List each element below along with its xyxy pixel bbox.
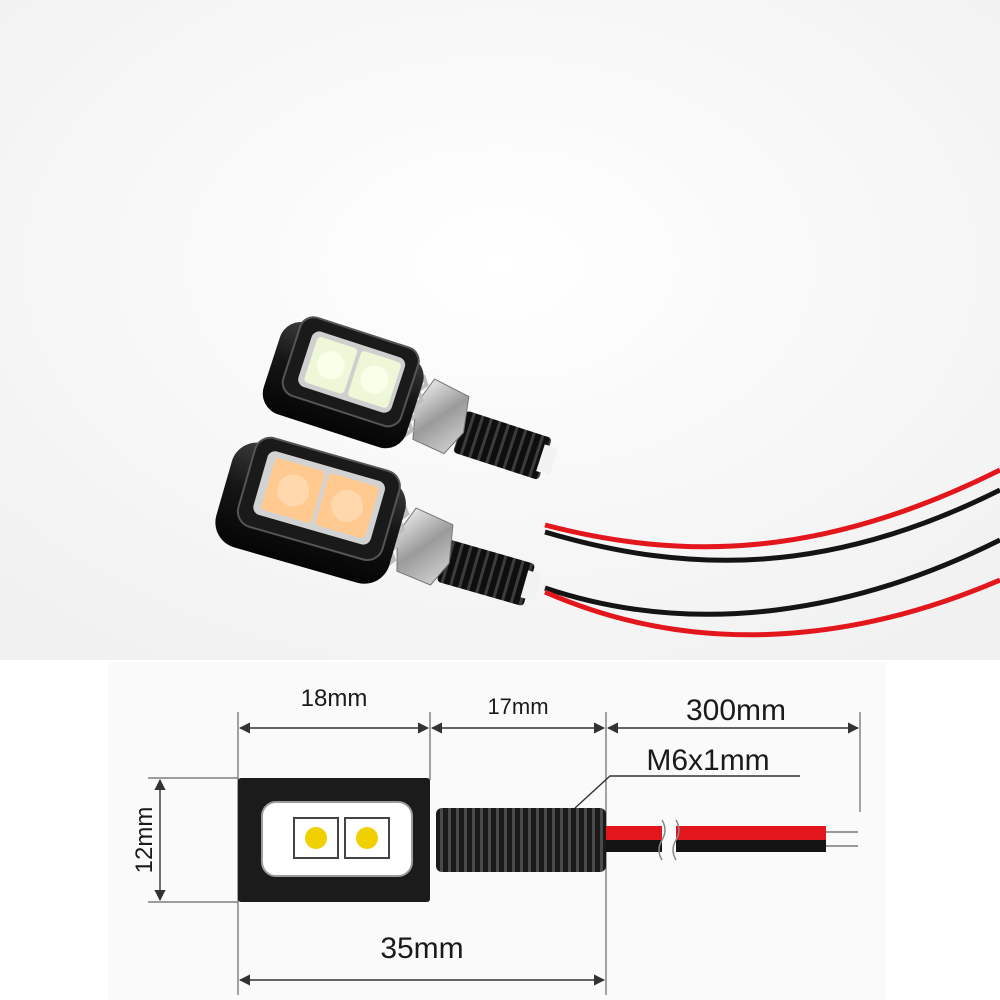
led-unit-cool-white bbox=[262, 316, 559, 480]
height-label: 12mm bbox=[131, 807, 158, 874]
led-unit-warm-white bbox=[215, 436, 542, 606]
wires bbox=[543, 467, 1000, 638]
dimension-lines bbox=[154, 722, 860, 986]
housing-length-label: 18mm bbox=[301, 685, 368, 712]
diagram-housing bbox=[238, 778, 430, 902]
thread-length-label: 17mm bbox=[487, 694, 548, 719]
diagram-wires bbox=[606, 818, 858, 861]
total-length-label: 35mm bbox=[380, 932, 463, 965]
product-photo bbox=[0, 0, 1000, 660]
diagram-thread bbox=[436, 808, 606, 872]
thread-spec-label: M6x1mm bbox=[646, 744, 769, 777]
cable-length-label: 300mm bbox=[686, 694, 786, 727]
